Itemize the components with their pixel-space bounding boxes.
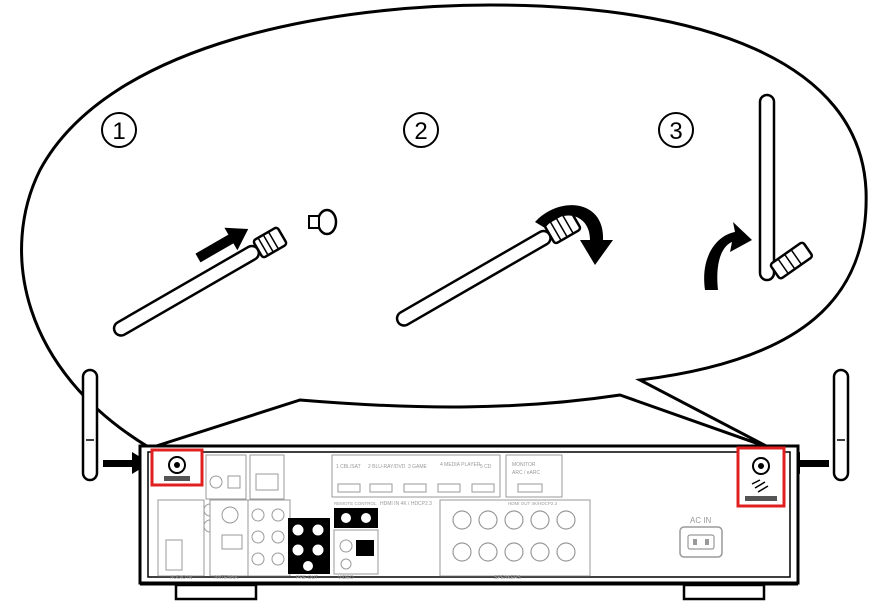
step-3-antenna-illustration <box>704 93 814 290</box>
audio-assignable-section <box>247 499 291 577</box>
callout-bubble <box>20 3 868 450</box>
audio-in-label: AUDIO IN <box>170 575 193 581</box>
pre-out-section <box>288 518 330 574</box>
hdmi-input-5-label: 5 CD <box>480 464 492 470</box>
step-2-number: 2 <box>414 118 427 145</box>
step-1-antenna-illustration <box>112 208 338 337</box>
step-1-number: 1 <box>112 118 125 145</box>
video-label: VIDEO <box>338 575 354 581</box>
step-2-antenna-illustration <box>395 205 613 327</box>
network-ports <box>205 454 285 500</box>
step-3-badge: 3 <box>658 112 694 148</box>
speaker-terminal <box>556 510 576 530</box>
hdmi-input-2-label: 2 BLU-RAY/DVD <box>368 464 406 470</box>
left-antenna <box>81 368 99 482</box>
monitor-label: MONITOR <box>512 462 536 468</box>
step-1-badge: 1 <box>101 112 137 148</box>
right-antenna-port <box>736 446 786 508</box>
speaker-terminal <box>452 542 472 562</box>
rotate-arrow-icon <box>535 205 613 265</box>
speaker-terminal <box>504 542 524 562</box>
push-arrow-icon <box>195 227 249 263</box>
right-antenna <box>832 368 850 482</box>
ac-inlet: AC IN <box>679 516 723 558</box>
hdmi-input-4-label: 4 MEDIA PLAYER <box>440 462 481 468</box>
speaker-terminal <box>530 510 550 530</box>
speaker-terminal <box>478 510 498 530</box>
speaker-terminal <box>530 542 550 562</box>
speakers-label: SPEAKERS <box>494 575 522 581</box>
hdmi-input-1-label: 1 CBL/SAT <box>336 464 361 470</box>
remote-control-label: REMOTE CONTROL <box>334 501 377 506</box>
receiver-rear-panel: 1 CBL/SAT 2 BLU-RAY/DVD 3 GAME 4 MEDIA P… <box>138 444 800 601</box>
fm-am-antenna-section <box>209 499 251 577</box>
step-3-number: 3 <box>669 118 682 145</box>
hdmi-input-section: 1 CBL/SAT 2 BLU-RAY/DVD 3 GAME 4 MEDIA P… <box>331 454 501 507</box>
hdmi-section-label: HDMI IN 4K / HDCP2.3 <box>380 501 432 507</box>
bend-arrow-icon <box>704 222 752 290</box>
step-2-badge: 2 <box>403 112 439 148</box>
monitor-sub-label: ARC / eARC <box>512 470 540 476</box>
hdmi-out-label: HDMI OUT 4K/HDCP2.3 <box>508 501 558 506</box>
speaker-terminals <box>439 499 591 577</box>
speaker-terminal <box>478 542 498 562</box>
wifi-bluetooth-icon <box>751 479 769 493</box>
left-antenna-port <box>150 448 204 487</box>
ac-in-label: AC IN <box>690 516 712 525</box>
speaker-terminal <box>504 510 524 530</box>
antenna-label: ANTENNA <box>214 575 239 581</box>
pre-out-label: PRE OUT <box>296 575 318 581</box>
speaker-terminal <box>452 510 472 530</box>
hdmi-monitor-output: MONITOR ARC / eARC HDMI OUT 4K/HDCP2.3 <box>505 454 563 506</box>
hdmi-input-3-label: 3 GAME <box>408 464 428 470</box>
remote-video-section: REMOTE CONTROL <box>333 501 379 575</box>
speaker-terminal <box>556 542 576 562</box>
